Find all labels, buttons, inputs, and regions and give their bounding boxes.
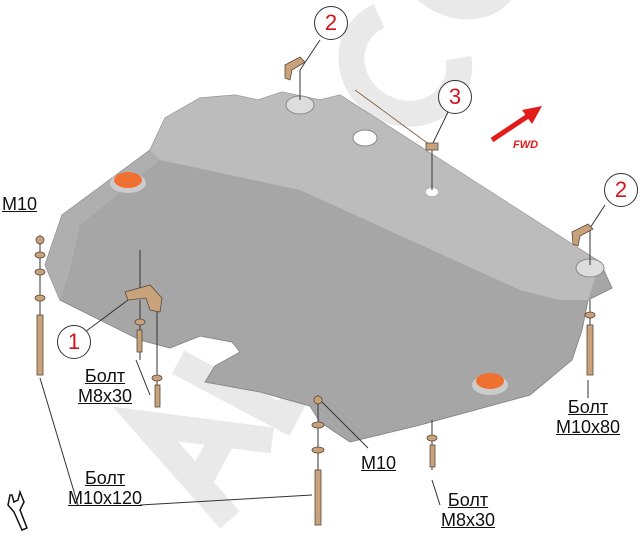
washer (34, 268, 46, 276)
label-bolt: Болт (84, 468, 126, 488)
callout-3: 3 (438, 80, 472, 114)
washer (426, 434, 438, 442)
washer (151, 374, 163, 382)
label-bolt-m8x30-left: Болт M8x30 (78, 366, 132, 406)
label-bolt: Болт (84, 366, 126, 386)
clip (571, 223, 594, 247)
washer (311, 446, 325, 454)
plate-ridge-panel (150, 92, 600, 300)
label-bolt: Болт (447, 490, 489, 510)
hardware (34, 56, 596, 526)
bolt (429, 444, 436, 468)
label-bolt-m10x120: Болт M10x120 (68, 468, 142, 508)
plate-side-panel (45, 150, 160, 300)
callout-1: 1 (57, 325, 91, 359)
fwd-arrow-icon (490, 106, 542, 143)
label-m10-bottom: M10 (361, 453, 397, 473)
mounting-hole (426, 188, 438, 196)
clip-nut (425, 142, 439, 151)
label-size: M10x80 (556, 417, 621, 437)
label-bolt: Болт (567, 397, 609, 417)
label-size: M10x120 (68, 488, 143, 508)
callout-2: 2 (604, 173, 638, 207)
mounting-hole (352, 129, 378, 147)
leader-lines (39, 39, 606, 506)
label-bolt-m8x30-right: Болт M8x30 (441, 490, 495, 530)
nut (313, 395, 323, 405)
wrench-icon (7, 489, 28, 531)
washer (311, 421, 325, 429)
fwd-label: FWD (513, 139, 539, 151)
washer (584, 311, 596, 319)
label-bolt-m10x80: Болт M10x80 (556, 397, 620, 437)
bracket (124, 284, 163, 313)
bolt (314, 469, 322, 526)
bolt (586, 324, 594, 376)
washer (134, 318, 146, 326)
washer (34, 251, 46, 259)
bolt (136, 329, 143, 353)
washer (34, 294, 46, 302)
label-size: M8x30 (78, 386, 133, 406)
bolt (36, 314, 44, 376)
clip (284, 56, 306, 81)
logo-badge (476, 373, 504, 389)
bolt (154, 384, 161, 408)
logo-badge (114, 172, 142, 188)
nut (35, 235, 45, 245)
label-size: M8x30 (441, 510, 496, 530)
label-m10-left: M10 (2, 194, 38, 214)
callout-2: 2 (314, 6, 348, 40)
